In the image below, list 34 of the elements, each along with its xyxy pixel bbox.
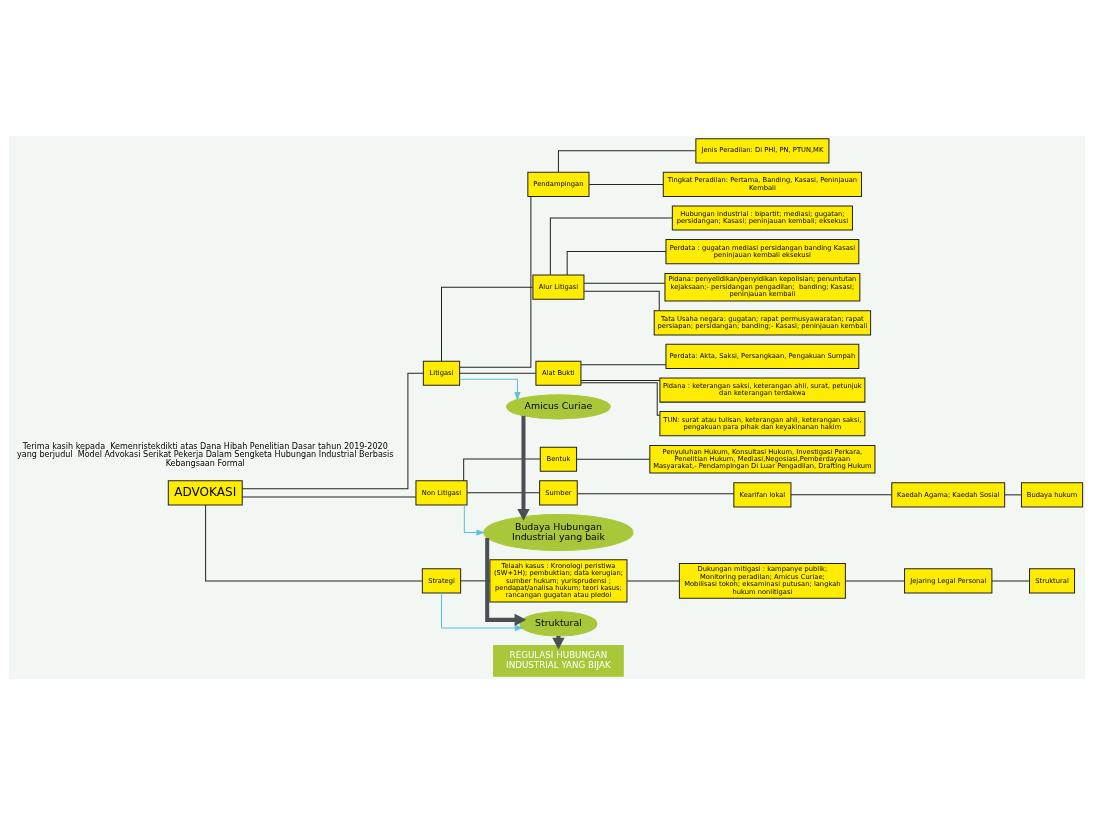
connector [241, 372, 424, 490]
connector [205, 504, 423, 582]
arrow [517, 415, 530, 521]
connector [576, 458, 651, 460]
connector [241, 496, 417, 498]
connector [580, 382, 661, 416]
connector [441, 286, 534, 362]
connector [790, 494, 893, 496]
connector [566, 251, 667, 276]
node-box: REGULASI HUBUNGAN INDUSTRIAL YANG BIJAK [493, 644, 624, 677]
connector [991, 580, 1030, 582]
connector [557, 150, 697, 173]
connector [459, 196, 532, 368]
connector [845, 580, 905, 582]
connector [463, 458, 541, 482]
connector [549, 217, 673, 276]
connector [626, 580, 680, 582]
connector [466, 492, 541, 494]
node-box: ADVOKASI [167, 480, 243, 506]
connector [459, 372, 537, 374]
connector [580, 364, 667, 366]
arrow [485, 537, 527, 626]
node-ellipse: Budaya Hubungan Industrial yang baik [483, 514, 634, 551]
connector [583, 290, 660, 312]
arrow [459, 378, 521, 401]
connector [576, 493, 735, 495]
arrow [441, 592, 524, 631]
arrow [463, 504, 486, 536]
connector [580, 379, 661, 381]
connector [460, 580, 491, 582]
connector [1004, 494, 1022, 496]
connector [588, 183, 664, 185]
node-ellipse: Struktural [519, 611, 598, 637]
connector [583, 282, 666, 284]
